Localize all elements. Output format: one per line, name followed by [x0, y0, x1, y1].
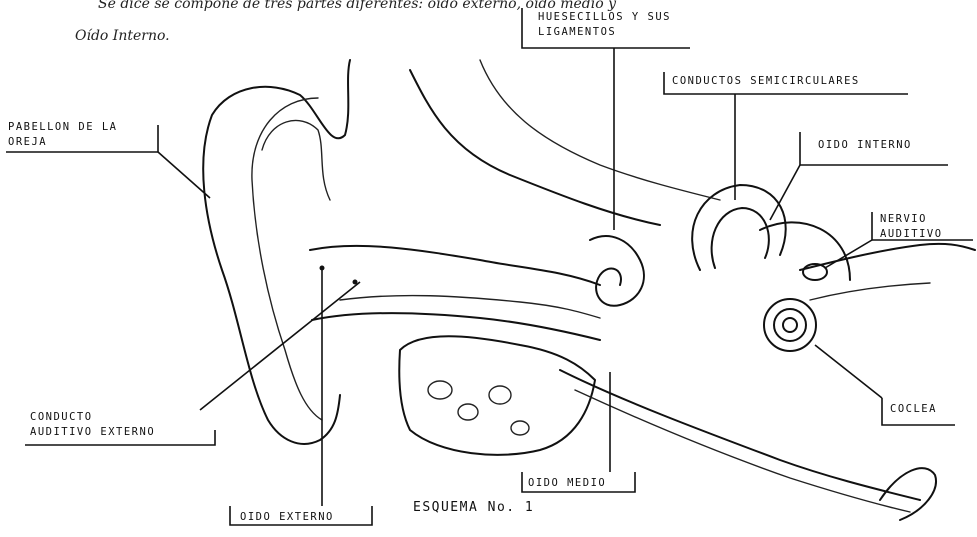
- eustachian-tube-lower: [575, 390, 910, 512]
- label-huesecillos-line2: LIGAMENTOS: [538, 25, 671, 40]
- cochlea-spiral-outer: [764, 299, 816, 351]
- label-oido-medio: OIDO MEDIO: [528, 476, 606, 491]
- ear-canal-inner: [340, 296, 600, 318]
- auditory-nerve: [800, 244, 975, 270]
- label-coclea: COCLEA: [890, 402, 937, 417]
- ossicles: [590, 236, 644, 306]
- pabellon-leader: [158, 152, 210, 198]
- ear-canal-upper: [310, 246, 600, 285]
- label-conducto-line1: CONDUCTO: [30, 410, 155, 425]
- label-huesecillos-line1: HUESECILLOS Y SUS: [538, 10, 671, 25]
- cochlea-spiral-inner: [783, 318, 797, 332]
- label-pabellon-line1: PABELLON DE LA: [8, 120, 118, 135]
- pinna-outline: [203, 60, 350, 444]
- oido-interno-leader: [770, 165, 800, 220]
- cochlea-spiral-mid: [774, 309, 806, 341]
- pinna-helix: [262, 120, 330, 200]
- mastoid-cell-1: [428, 381, 452, 399]
- label-conducto-auditivo: CONDUCTO AUDITIVO EXTERNO: [30, 410, 155, 440]
- semicircular-canal-2: [712, 208, 769, 268]
- auditory-nerve-lower: [810, 283, 930, 300]
- mastoid-cell-3: [489, 386, 511, 404]
- eustachian-tube: [560, 370, 920, 500]
- mastoid-cell-2: [458, 404, 478, 420]
- semicircular-canal-1: [692, 185, 786, 270]
- label-nervio-line1: NERVIO: [880, 212, 943, 227]
- label-nervio: NERVIO AUDITIVO: [880, 212, 943, 242]
- canal-dot: [353, 280, 358, 285]
- label-conductos: CONDUCTOS SEMICIRCULARES: [672, 74, 860, 89]
- label-nervio-line2: AUDITIVO: [880, 227, 943, 242]
- mastoid-block: [399, 336, 595, 455]
- figure-caption: ESQUEMA No. 1: [413, 500, 534, 515]
- temporal-bone-upper: [410, 70, 660, 225]
- oido-externo-dot: [320, 266, 325, 271]
- coclea-leader: [815, 345, 882, 398]
- label-huesecillos: HUESECILLOS Y SUS LIGAMENTOS: [538, 10, 671, 40]
- label-oido-interno: OIDO INTERNO: [818, 138, 912, 153]
- label-conducto-line2: AUDITIVO EXTERNO: [30, 425, 155, 440]
- label-pabellon-line2: OREJA: [8, 135, 118, 150]
- conducto-leader: [200, 282, 360, 410]
- label-pabellon: PABELLON DE LA OREJA: [8, 120, 118, 150]
- label-oido-externo: OIDO EXTERNO: [240, 510, 334, 525]
- semicircular-canal-3: [760, 222, 850, 280]
- intro-line-2: Oído Interno.: [75, 28, 170, 44]
- mastoid-cell-4: [511, 421, 529, 435]
